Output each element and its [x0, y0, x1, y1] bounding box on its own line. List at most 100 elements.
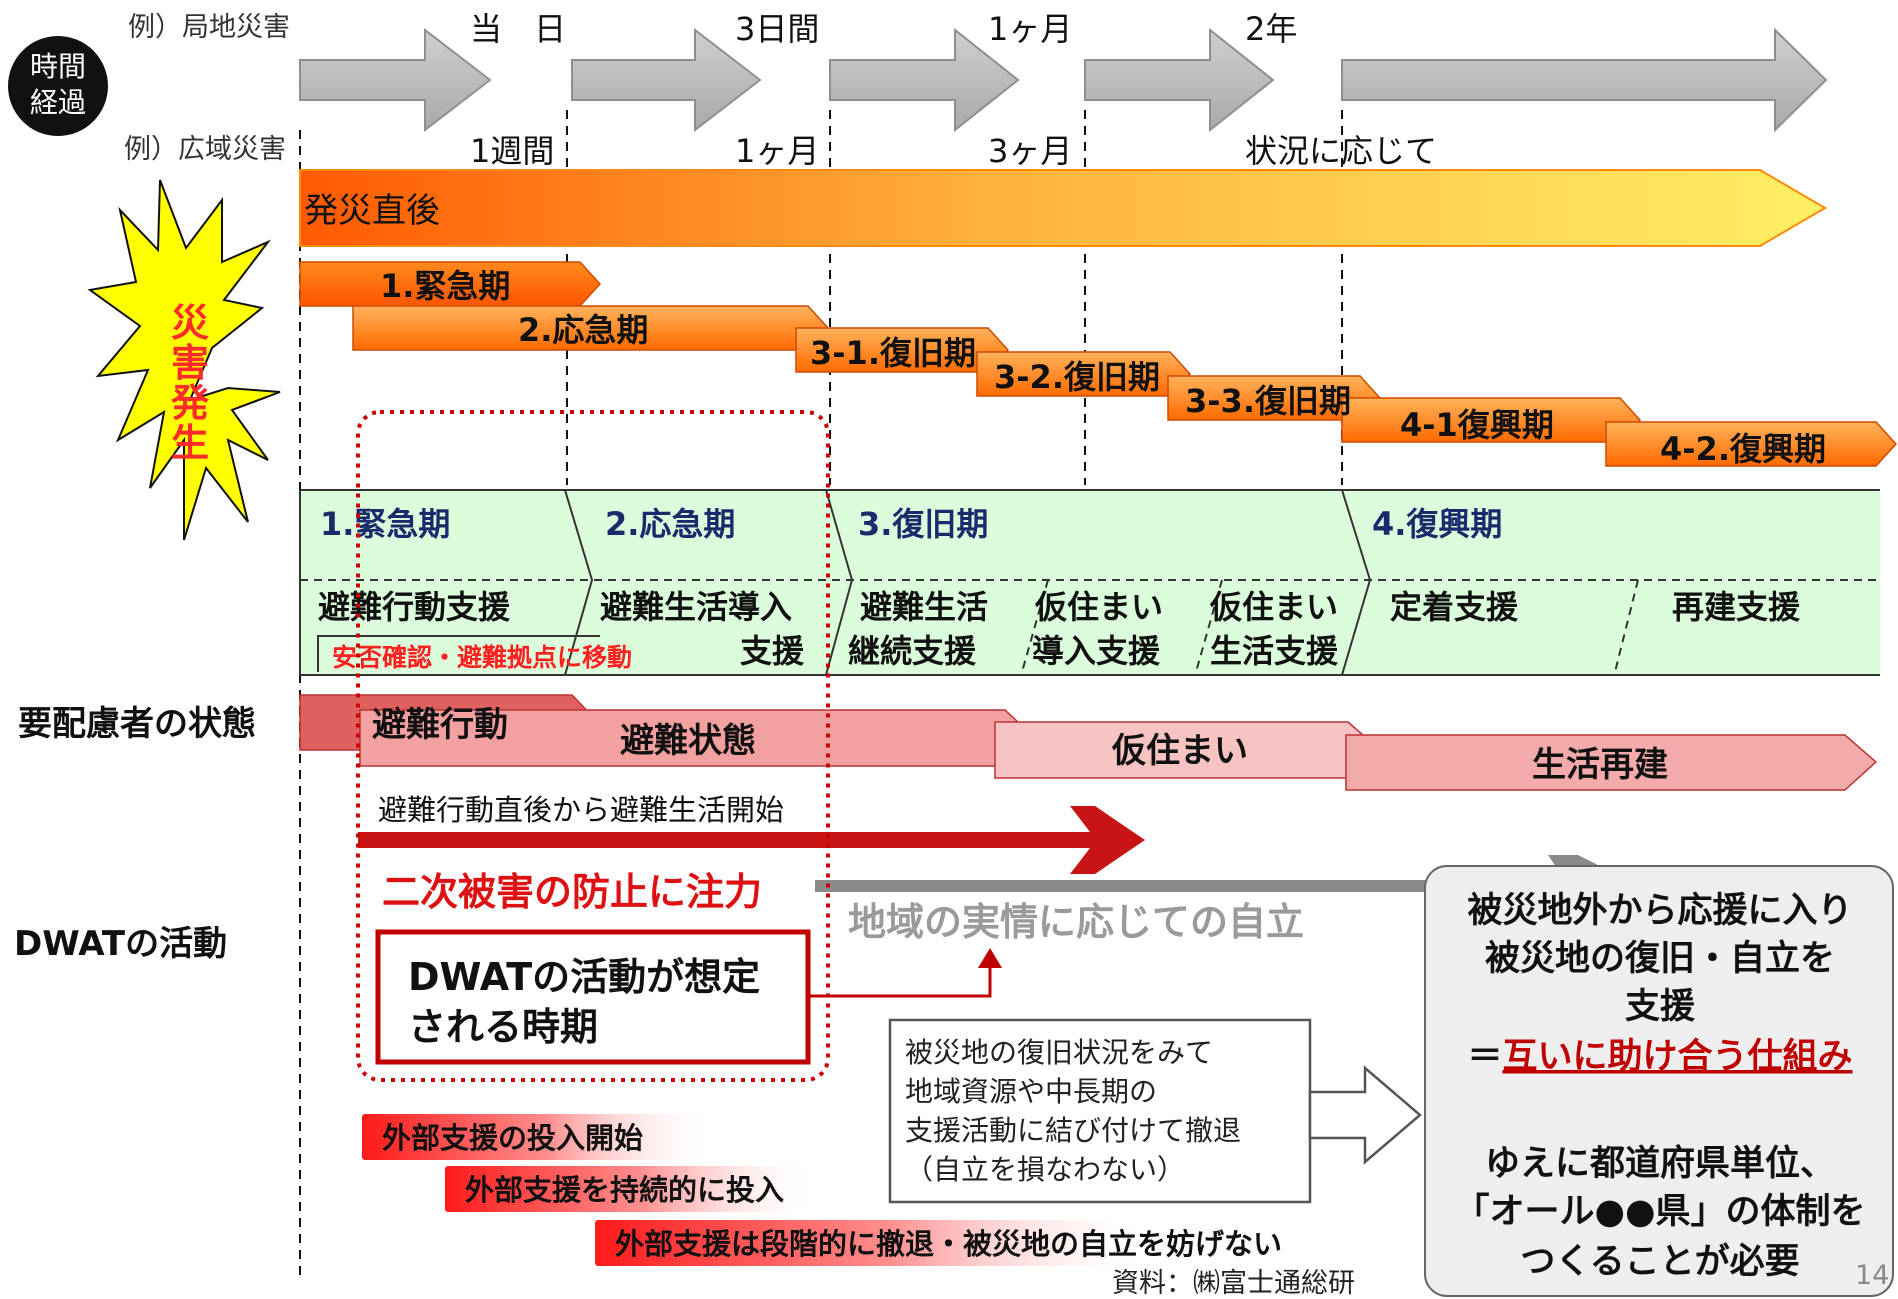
summary-text: 被災地外から応援に入り 被災地の復旧・自立を 支援 ゆえに都道府県単位、 「オー…	[1454, 891, 1865, 1282]
external-bar-3	[595, 1220, 1135, 1266]
external-label-2: 外部支援を持続的に投入	[465, 1173, 784, 1207]
state-label-1: 避難行動	[372, 705, 508, 745]
time-circle-line2: 経過	[30, 86, 86, 119]
withdraw-line-1: 被災地の復旧状況をみて	[905, 1036, 1213, 1069]
summary-mutual-aid: 互いに助け合う仕組み	[1503, 1037, 1853, 1077]
state-label-4: 生活再建	[1532, 745, 1668, 785]
external-label-3: 外部支援は段階的に撤退・被災地の自立を妨げない	[615, 1227, 1282, 1261]
wide-mark-2: 1ヶ月	[735, 132, 819, 170]
phase-labels: 1.緊急期 2.応急期 3-1.復旧期 3-2.復旧期 3-3.復旧期 4-1復…	[380, 267, 1826, 468]
local-mark-1: 当 日	[470, 10, 566, 48]
timeline-arrow-1	[299, 27, 492, 133]
burst-char-2: 害	[171, 341, 209, 385]
support-shelter-continue-2: 継続支援	[848, 632, 977, 670]
stage-title-2: 2.応急期	[605, 505, 735, 543]
page-number: 14	[1855, 1260, 1889, 1291]
dwat-period-connector-head	[978, 948, 1002, 968]
timeline-arrows	[299, 27, 1828, 133]
external-bar-2	[445, 1166, 805, 1212]
summary-line-5: ゆえに都道府県単位、	[1485, 1143, 1835, 1184]
timeline-arrow-5	[1341, 27, 1828, 133]
stage-band-support: 避難行動支援 避難生活導入 支援 避難生活 継続支援 仮住まい 導入支援 仮住ま…	[318, 588, 1801, 670]
source-credit: 資料：㈱富士通総研	[1112, 1268, 1355, 1299]
summary-line-1: 被災地外から応援に入り	[1467, 891, 1852, 931]
stage-band-titles: 1.緊急期 2.応急期 3.復旧期 4.復興期	[320, 505, 1502, 543]
dwat-period-connector	[808, 960, 992, 998]
dwat-period-box	[375, 929, 811, 1065]
stage-band-dashes	[300, 579, 1880, 673]
dwat-period-dotted-frame	[356, 410, 830, 1082]
stage-band-background	[300, 490, 1880, 675]
dwat-red-arrow	[358, 806, 1145, 874]
phase-arrow-7	[1605, 421, 1898, 467]
disaster-burst-shape	[87, 179, 281, 541]
wide-disaster-label: 例）広域災害	[124, 134, 286, 165]
support-shelter-intro-1: 避難生活導入	[600, 588, 792, 626]
dwat-arrow-caption: 避難行動直後から避難生活開始	[378, 793, 784, 827]
stage-title-4: 4.復興期	[1372, 505, 1502, 543]
support-temp-intro-1: 仮住まい	[1034, 588, 1163, 626]
phase-label-6: 4-1復興期	[1400, 406, 1554, 444]
summary-line-3: 支援	[1625, 987, 1696, 1027]
phase-label-2: 2.応急期	[518, 311, 648, 349]
phase-label-5: 3-3.復旧期	[1185, 382, 1351, 420]
summary-box	[1424, 865, 1894, 1297]
timeline-arrow-3	[829, 27, 1020, 133]
summary-line-4: ＝互いに助け合う仕組み	[1467, 1037, 1852, 1077]
burst-char-3: 発	[171, 381, 210, 425]
wide-mark-1: 1週間	[470, 132, 554, 170]
dwat-period-line1: DWATの活動が想定	[408, 955, 760, 999]
dwat-activity-label: DWATの活動	[14, 924, 227, 964]
support-temp-intro-2: 導入支援	[1032, 632, 1161, 670]
state-label-2: 避難状態	[620, 721, 756, 761]
dwat-focus-text: 二次被害の防止に注力	[382, 870, 762, 914]
external-support-bars	[362, 1114, 1135, 1266]
summary-line-2: 被災地の復旧・自立を	[1485, 939, 1835, 979]
phase-label-7: 4-2.復興期	[1660, 430, 1826, 468]
independence-text: 地域の実情に応じての自立	[848, 900, 1304, 944]
local-mark-4: 2年	[1245, 10, 1297, 48]
support-evacuation-action: 避難行動支援	[318, 588, 511, 626]
external-label-1: 外部支援の投入開始	[382, 1121, 643, 1155]
needs-state-arrows	[299, 694, 1878, 791]
local-mark-3: 1ヶ月	[988, 10, 1072, 48]
independence-gray-arrow	[815, 855, 1640, 917]
burst-char-4: 生	[171, 421, 209, 465]
burst-char-1: 災	[171, 301, 209, 345]
support-rebuild: 再建支援	[1672, 588, 1801, 626]
summary-line-7: つくることが必要	[1520, 1242, 1799, 1282]
disaster-burst-text: 災 害 発 生	[171, 301, 210, 465]
summary-line-6: 「オール●●県」の体制を	[1454, 1192, 1865, 1232]
phase-label-4: 3-2.復旧期	[994, 358, 1160, 396]
state-arrow-4	[1345, 734, 1878, 791]
support-temp-life-2: 生活支援	[1210, 632, 1339, 670]
withdraw-line-3: 支援活動に結び付けて撤退	[905, 1114, 1241, 1147]
timeline-arrow-4	[1084, 27, 1275, 133]
stage-title-1: 1.緊急期	[320, 505, 450, 543]
withdraw-box-text: 被災地の復旧状況をみて 地域資源や中長期の 支援活動に結び付けて撤退 （自立を損…	[905, 1036, 1241, 1186]
needs-care-label: 要配慮者の状態	[18, 704, 256, 744]
time-circle-line1: 時間	[30, 50, 86, 83]
wide-mark-3: 3ヶ月	[988, 132, 1072, 170]
external-bar-1	[362, 1114, 702, 1160]
withdraw-outline-arrow	[1308, 1065, 1422, 1165]
support-settle: 定着支援	[1390, 588, 1519, 626]
local-mark-2: 3日間	[735, 10, 819, 48]
phase-staircase	[299, 261, 1898, 467]
timeline-arrow-2	[571, 27, 762, 133]
state-label-3: 仮住まい	[1111, 731, 1248, 771]
safety-note: 安否確認・避難拠点に移動	[332, 643, 632, 672]
withdraw-line-2: 地域資源や中長期の	[905, 1075, 1157, 1108]
dwat-period-line2: される時期	[408, 1005, 598, 1049]
phase-arrow-1	[299, 261, 602, 307]
safety-note-bracket	[317, 635, 600, 672]
stage-title-3: 3.復旧期	[858, 505, 988, 543]
withdraw-line-4: （自立を損なわない）	[905, 1153, 1185, 1186]
support-temp-life-1: 仮住まい	[1209, 588, 1338, 626]
phase-label-1: 1.緊急期	[380, 267, 510, 305]
main-timeline-arrow	[299, 169, 1827, 247]
external-support-labels: 外部支援の投入開始 外部支援を持続的に投入 外部支援は段階的に撤退・被災地の自立…	[382, 1121, 1282, 1261]
support-shelter-intro-2: 支援	[740, 632, 805, 670]
main-arrow-label: 発災直後	[304, 191, 440, 231]
local-disaster-label: 例）局地災害	[128, 12, 290, 43]
